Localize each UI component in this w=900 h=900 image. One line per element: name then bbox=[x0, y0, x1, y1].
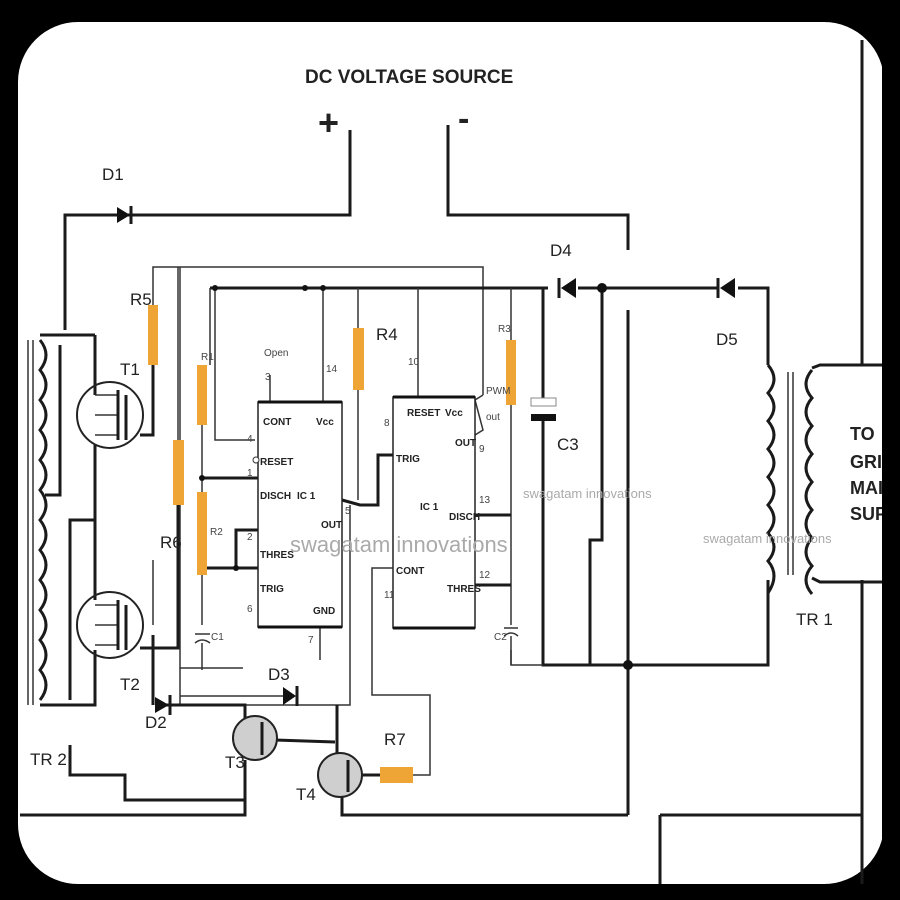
svg-text:R1: R1 bbox=[201, 352, 214, 363]
svg-text:T1: T1 bbox=[120, 360, 140, 379]
t4-transistor bbox=[317, 752, 363, 798]
svg-text:9: 9 bbox=[479, 444, 485, 455]
svg-text:2: 2 bbox=[247, 532, 253, 543]
t3-transistor bbox=[232, 715, 278, 761]
svg-text:4: 4 bbox=[247, 434, 253, 445]
r4-resistor bbox=[353, 328, 364, 390]
ic-left: CONT Vcc RESET DISCH IC 1 OUT THRES TRIG… bbox=[247, 348, 351, 646]
svg-text:GRI: GRI bbox=[850, 452, 882, 472]
svg-text:D4: D4 bbox=[550, 241, 572, 260]
svg-text:C1: C1 bbox=[211, 632, 224, 643]
output-label: TO GRI MAI SUP bbox=[850, 424, 887, 524]
svg-text:C2: C2 bbox=[494, 632, 507, 643]
svg-text:Vcc: Vcc bbox=[316, 417, 334, 428]
svg-text:SUP: SUP bbox=[850, 504, 887, 524]
frame-edge bbox=[882, 0, 900, 900]
svg-text:Open: Open bbox=[264, 348, 288, 359]
c2-capacitor bbox=[503, 627, 519, 665]
svg-text:CONT: CONT bbox=[396, 566, 424, 577]
svg-text:8: 8 bbox=[384, 418, 390, 429]
d2-diode bbox=[155, 695, 172, 715]
svg-text:out: out bbox=[486, 412, 500, 423]
svg-text:D3: D3 bbox=[268, 665, 290, 684]
diagram-title: DC VOLTAGE SOURCE bbox=[305, 67, 513, 88]
tr1-transformer bbox=[766, 363, 884, 595]
svg-text:IC 1: IC 1 bbox=[297, 491, 316, 502]
r6-resistor bbox=[173, 440, 184, 505]
r3-resistor bbox=[506, 340, 516, 405]
svg-text:3: 3 bbox=[265, 372, 271, 383]
d5-diode bbox=[716, 278, 735, 298]
svg-text:THRES: THRES bbox=[260, 550, 294, 561]
svg-text:R6: R6 bbox=[160, 533, 182, 552]
svg-text:R4: R4 bbox=[376, 325, 398, 344]
svg-text:C3: C3 bbox=[557, 435, 579, 454]
svg-text:13: 13 bbox=[479, 495, 491, 506]
r7-resistor bbox=[380, 767, 413, 783]
svg-text:14: 14 bbox=[326, 364, 338, 375]
c1-capacitor bbox=[194, 633, 211, 670]
watermark: swagatam innovations bbox=[523, 486, 652, 501]
svg-text:6: 6 bbox=[247, 604, 253, 615]
svg-text:OUT: OUT bbox=[321, 520, 342, 531]
d3-diode bbox=[180, 686, 299, 706]
svg-text:TRIG: TRIG bbox=[396, 454, 420, 465]
svg-text:5: 5 bbox=[345, 506, 351, 517]
svg-text:RESET: RESET bbox=[260, 457, 293, 468]
watermark: swagatam innovations bbox=[290, 532, 508, 557]
svg-text:7: 7 bbox=[308, 635, 314, 646]
svg-text:R5: R5 bbox=[130, 290, 152, 309]
svg-text:12: 12 bbox=[479, 570, 491, 581]
svg-text:10: 10 bbox=[408, 357, 420, 368]
svg-text:R2: R2 bbox=[210, 527, 223, 538]
c3-capacitor bbox=[530, 397, 557, 421]
svg-text:T4: T4 bbox=[296, 785, 316, 804]
svg-text:TRIG: TRIG bbox=[260, 584, 284, 595]
svg-text:D1: D1 bbox=[102, 165, 124, 184]
svg-text:THRES: THRES bbox=[447, 584, 481, 595]
d1-diode bbox=[117, 206, 133, 224]
ic-right: RESET Vcc OUT TRIG IC 1 DISCH CONT THRES… bbox=[384, 357, 510, 630]
svg-text:TO: TO bbox=[850, 424, 875, 444]
t1-mosfet bbox=[76, 381, 144, 449]
svg-text:IC 1: IC 1 bbox=[420, 502, 439, 513]
junction-dots bbox=[199, 283, 633, 670]
svg-text:D2: D2 bbox=[145, 713, 167, 732]
svg-text:OUT: OUT bbox=[455, 438, 476, 449]
svg-text:Vcc: Vcc bbox=[445, 408, 463, 419]
plus-terminal: + bbox=[318, 102, 339, 143]
component-labels: D1 D4 D5 D2 D3 R5 R6 R1 R2 R3 R4 R7 C1 C… bbox=[30, 165, 833, 804]
r2-resistor bbox=[197, 492, 207, 575]
d4-diode bbox=[557, 278, 576, 298]
svg-text:TR 2: TR 2 bbox=[30, 750, 67, 769]
wires bbox=[20, 40, 864, 884]
tr2-transformer bbox=[27, 339, 48, 705]
svg-text:CONT: CONT bbox=[263, 417, 291, 428]
svg-text:1: 1 bbox=[247, 468, 253, 479]
svg-text:T2: T2 bbox=[120, 675, 140, 694]
svg-text:DISCH: DISCH bbox=[449, 512, 480, 523]
svg-text:R7: R7 bbox=[384, 730, 406, 749]
svg-text:R3: R3 bbox=[498, 324, 511, 335]
minus-terminal: - bbox=[458, 100, 469, 138]
svg-text:D5: D5 bbox=[716, 330, 738, 349]
svg-text:GND: GND bbox=[313, 606, 335, 617]
svg-text:MAI: MAI bbox=[850, 478, 883, 498]
svg-text:T3: T3 bbox=[225, 753, 245, 772]
r1-resistor bbox=[197, 365, 207, 425]
r5-resistor bbox=[148, 305, 158, 365]
watermark: swagatam innovations bbox=[703, 531, 832, 546]
svg-text:DISCH: DISCH bbox=[260, 491, 291, 502]
svg-text:TR 1: TR 1 bbox=[796, 610, 833, 629]
svg-text:11: 11 bbox=[384, 590, 395, 601]
svg-text:PWM: PWM bbox=[486, 386, 510, 397]
svg-text:RESET: RESET bbox=[407, 408, 440, 419]
t2-mosfet bbox=[76, 591, 144, 659]
